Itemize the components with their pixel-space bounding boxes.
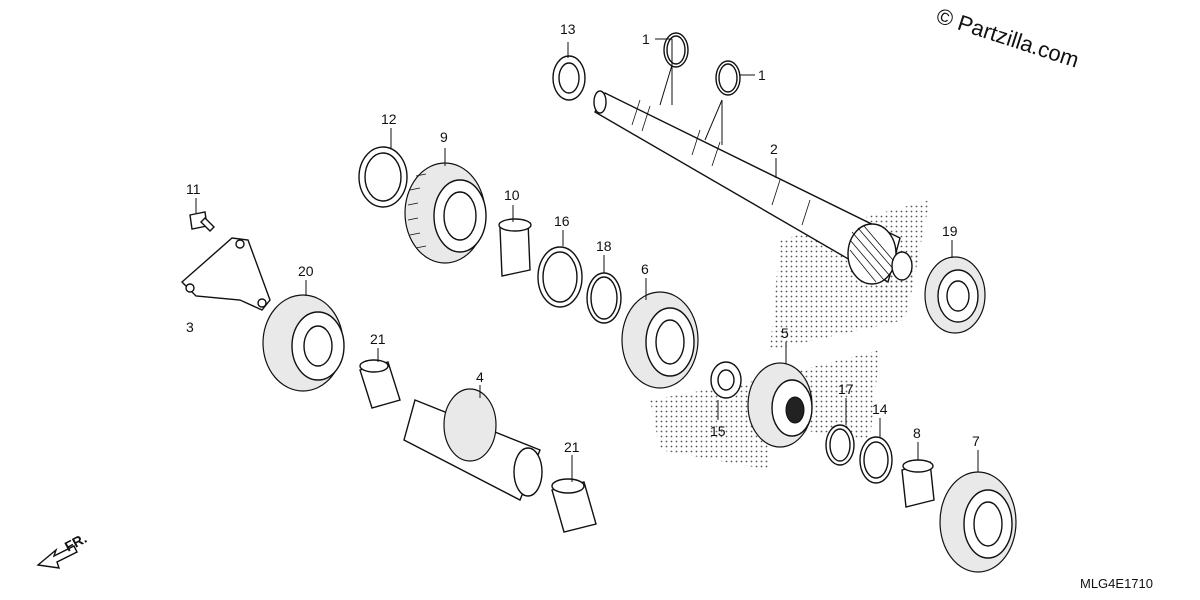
part-2-mainshaft[interactable]: [593, 90, 913, 285]
part-17-circlip[interactable]: [825, 424, 855, 466]
callout-4: 4: [476, 369, 484, 385]
part-20-bearing[interactable]: [262, 294, 345, 392]
callout-16: 16: [554, 213, 570, 229]
diagram-code: MLG4E1710: [1080, 576, 1153, 591]
callout-14: 14: [872, 401, 888, 417]
leader-lines: [195, 38, 979, 482]
part-13-washer[interactable]: [552, 55, 586, 101]
callout-7: 7: [972, 433, 980, 449]
callout-1b: 1: [758, 67, 766, 83]
callout-11: 11: [186, 181, 201, 197]
part-1-circlip-a[interactable]: [663, 32, 689, 68]
callout-5: 5: [781, 325, 789, 341]
part-3-plate[interactable]: [180, 237, 271, 311]
part-8-bushing[interactable]: [901, 459, 935, 508]
part-15-washer[interactable]: [710, 361, 742, 399]
part-12-washer[interactable]: [358, 146, 408, 208]
part-4-countershaft[interactable]: [403, 388, 543, 501]
callout-15: 15: [710, 423, 726, 439]
part-5-gear[interactable]: [747, 362, 813, 448]
part-19-bearing[interactable]: [924, 256, 986, 334]
callout-9: 9: [440, 129, 448, 145]
part-21-needle-bearing-b[interactable]: [551, 478, 597, 533]
callout-13: 13: [560, 21, 576, 37]
callout-3: 3: [186, 319, 194, 335]
part-9-gear[interactable]: [404, 162, 487, 264]
part-10-bushing[interactable]: [498, 218, 532, 277]
callout-6: 6: [641, 261, 649, 277]
callout-20: 20: [298, 263, 314, 279]
callout-10: 10: [504, 187, 520, 203]
callout-21a: 21: [370, 331, 386, 347]
callout-19: 19: [942, 223, 958, 239]
part-11-bolt[interactable]: [189, 211, 215, 232]
part-21-needle-bearing-a[interactable]: [359, 359, 401, 409]
callout-21b: 21: [564, 439, 580, 455]
part-14-washer[interactable]: [859, 436, 893, 484]
part-1-circlip-b[interactable]: [715, 60, 741, 96]
callout-18: 18: [596, 238, 612, 254]
callout-8: 8: [913, 425, 921, 441]
part-16-washer[interactable]: [537, 246, 583, 308]
callout-17: 17: [838, 381, 854, 397]
front-direction-arrow: FR.: [36, 530, 89, 569]
callout-1a: 1: [642, 31, 650, 47]
part-7-gear[interactable]: [939, 471, 1017, 573]
callout-2: 2: [770, 141, 778, 157]
callouts: 1 1 2 3 4 5 6 7 8 9 10 11 12 13 14 15 16…: [186, 21, 980, 455]
part-18-circlip[interactable]: [586, 272, 622, 324]
callout-12: 12: [381, 111, 397, 127]
part-6-gear[interactable]: [621, 291, 699, 389]
watermark: © Partzilla.com: [933, 3, 1082, 73]
